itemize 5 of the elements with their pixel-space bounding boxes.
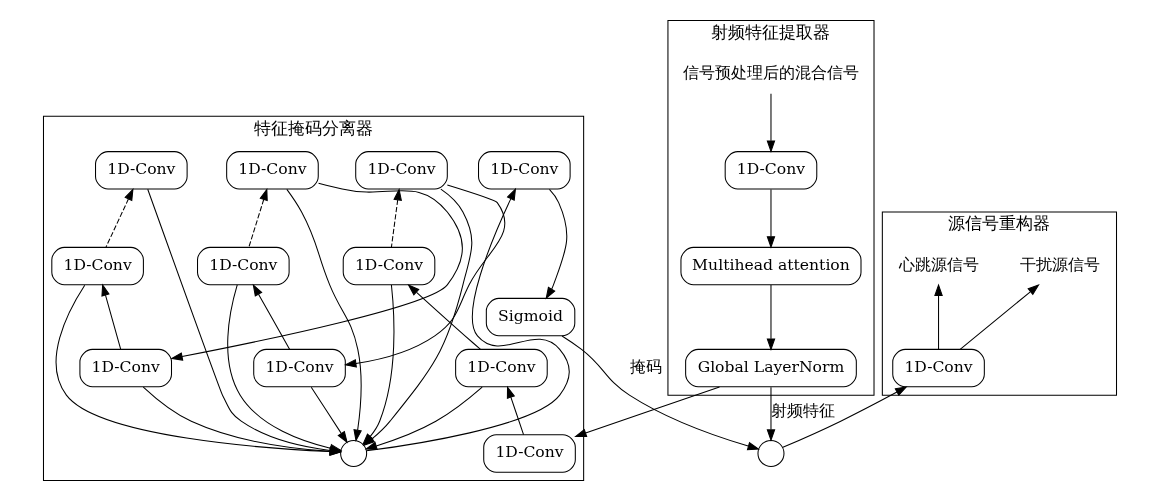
node-text: 干扰源信号	[1019, 255, 1100, 274]
node-text: 心跳源信号	[898, 255, 979, 274]
node-text: 信号预处理后的混合信号	[682, 64, 859, 83]
edge-label: 射频特征	[770, 401, 835, 420]
edge-label: 掩码	[629, 357, 662, 376]
